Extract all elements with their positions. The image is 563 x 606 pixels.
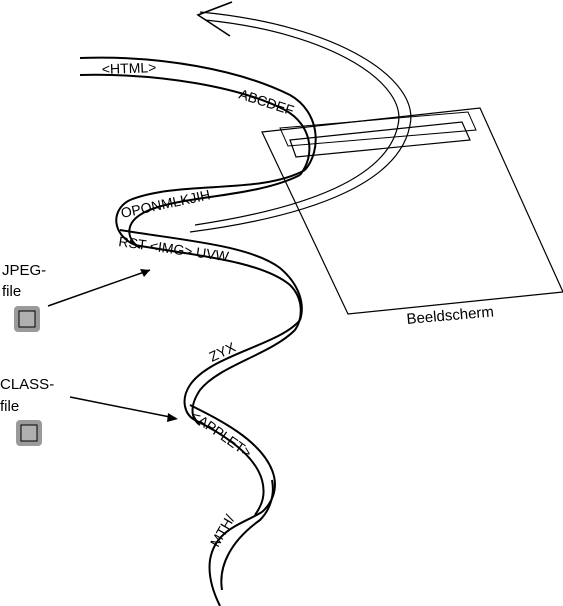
ribbon (79, 56, 317, 606)
class-label-line-2: file (0, 398, 19, 415)
jpeg-file-icon (14, 306, 40, 332)
screen: Beeldscherm (261, 107, 563, 328)
class-file-icon (16, 420, 42, 446)
ribbon-text-abcdef: ABCDEF (237, 86, 296, 119)
jpeg-file: JPEG- file (2, 262, 151, 332)
ribbon-text-mth: MTH/ (207, 512, 238, 550)
jpeg-arrow (47, 269, 151, 307)
ribbon-text-applet: <APPLET> (188, 407, 255, 460)
class-label-line-1: CLASS- (0, 376, 54, 393)
ribbon-text-html: <HTML> (102, 59, 157, 77)
jpeg-label-line-2: file (2, 283, 21, 300)
loop-arrow (189, 1, 412, 233)
jpeg-label-line-1: JPEG- (2, 262, 46, 279)
screen-image (289, 121, 471, 158)
arrowhead-icon (196, 1, 233, 37)
screen-frame (261, 107, 563, 315)
class-file: CLASS- file (0, 376, 178, 446)
class-arrow (69, 396, 176, 419)
